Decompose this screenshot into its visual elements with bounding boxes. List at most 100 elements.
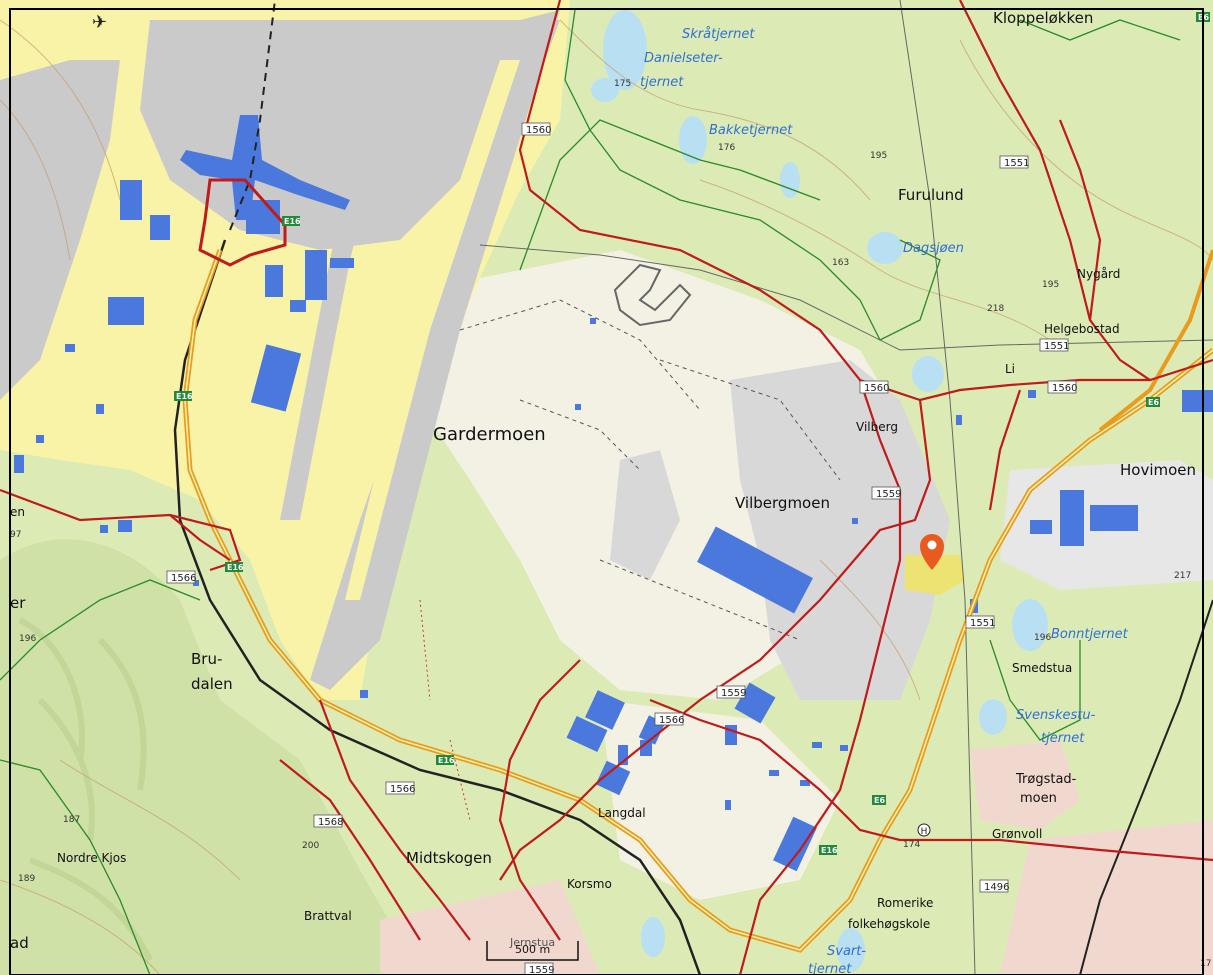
svg-text:E6: E6 xyxy=(1148,398,1159,407)
highway-e16-inner xyxy=(184,249,1213,951)
place-edge-er: er xyxy=(10,594,26,612)
place-vilbergmoen: Vilbergmoen xyxy=(735,494,830,512)
quarry-east xyxy=(730,360,950,700)
place-moen: moen xyxy=(1020,791,1057,806)
elevation-label: 218 xyxy=(987,304,1004,314)
place-nordre-kjos: Nordre Kjos xyxy=(57,851,126,865)
elevation-label: 174 xyxy=(903,840,920,850)
svg-text:1560: 1560 xyxy=(526,125,551,136)
water-svart: Svart- xyxy=(827,944,866,959)
hospital-icon xyxy=(917,823,931,837)
airport-loop xyxy=(198,178,287,267)
water-tjernet1: tjernet xyxy=(640,75,684,90)
place-hovimoen: Hovimoen xyxy=(1120,461,1196,479)
location-marker[interactable] xyxy=(920,534,944,570)
railway-east xyxy=(1079,599,1213,975)
scale-label: 500 m xyxy=(515,943,550,956)
water-svenskestu: Svenskestu- xyxy=(1016,708,1096,723)
place-gardermoen: Gardermoen xyxy=(433,424,546,445)
lake-small-1 xyxy=(780,162,800,198)
svg-text:1560: 1560 xyxy=(864,383,889,394)
water-dagsjoen: Dagsjøen xyxy=(903,241,964,256)
svg-text:1566: 1566 xyxy=(659,715,684,726)
place-trogstad: Trøgstad- xyxy=(1015,772,1077,787)
water-skratjernet: Skråtjernet xyxy=(682,27,755,42)
place-folkehogskole: folkehøgskole xyxy=(848,917,930,931)
lake-svarttjernet xyxy=(837,928,865,972)
lake-svenskestu xyxy=(979,699,1007,735)
place-korsmo: Korsmo xyxy=(567,877,612,891)
elevation-label: 189 xyxy=(18,874,35,884)
lake-danielseter xyxy=(591,78,619,102)
urban-trogstad xyxy=(970,740,1080,830)
place-jernstua: Jernstua xyxy=(509,936,555,949)
race-track xyxy=(613,263,692,327)
urban-southeast xyxy=(1000,820,1213,975)
place-nygard: Nygård xyxy=(1077,267,1120,281)
road-shields: 1560 1560 1560 1551 1551 1551 1559 1559 … xyxy=(166,122,1077,975)
elevation-label: 97 xyxy=(10,530,21,540)
water-tjernet3: tjernet xyxy=(808,962,852,975)
svg-text:1566: 1566 xyxy=(171,573,196,584)
footpaths xyxy=(459,299,841,641)
place-li: Li xyxy=(1005,362,1015,376)
place-gronvoll: Grønvoll xyxy=(992,827,1042,841)
svg-text:E6: E6 xyxy=(874,796,885,805)
lake-dagsjoen xyxy=(867,232,903,264)
svg-text:E16: E16 xyxy=(821,846,838,855)
elevation-label: 200 xyxy=(302,841,319,851)
svg-text:E16: E16 xyxy=(227,563,244,572)
svg-text:1566: 1566 xyxy=(390,784,415,795)
hillshade-ripple xyxy=(18,617,153,962)
svg-text:E16: E16 xyxy=(284,217,301,226)
svg-text:1568: 1568 xyxy=(318,817,343,828)
place-kloppelokken: Kloppeløkken xyxy=(993,9,1093,27)
place-midtskogen: Midtskogen xyxy=(406,849,492,867)
place-dalen: dalen xyxy=(191,675,233,693)
lake-south xyxy=(641,917,665,957)
small-buildings xyxy=(14,318,1036,810)
svg-text:1559: 1559 xyxy=(529,965,554,975)
lake-bonntjernet xyxy=(1012,599,1048,651)
e-road-shields: E16 E16 E16 E16 E16 E6 E6 E6 xyxy=(174,12,1210,855)
map-frame xyxy=(9,8,1204,975)
water-bonntjernet: Bonntjernet xyxy=(1051,627,1129,642)
elevation-label: 196 xyxy=(1034,633,1051,643)
elevation-label: 17 xyxy=(1200,959,1211,969)
svg-text:E16: E16 xyxy=(176,392,193,401)
place-brattval: Brattval xyxy=(304,909,352,923)
place-romerike: Romerike xyxy=(877,896,933,910)
place-helgebostad: Helgebostad xyxy=(1044,322,1120,336)
elevation-label: 195 xyxy=(870,151,887,161)
lake-bakketjernet xyxy=(679,116,707,164)
svg-text:1559: 1559 xyxy=(721,688,746,699)
svg-text:E16: E16 xyxy=(438,756,455,765)
svg-text:1551: 1551 xyxy=(1004,158,1029,169)
place-furulund: Furulund xyxy=(898,186,964,204)
svg-text:1551: 1551 xyxy=(1044,341,1069,352)
hospital-symbol: H xyxy=(921,827,928,837)
taxi-strip xyxy=(280,20,410,520)
elevation-label: 187 xyxy=(63,815,80,825)
place-langdal: Langdal xyxy=(598,806,646,820)
elevation-label: 175 xyxy=(614,79,631,89)
power-line xyxy=(479,244,1213,351)
svg-text:1496: 1496 xyxy=(984,882,1009,893)
railway-tunnel xyxy=(229,0,276,231)
buildings xyxy=(108,115,1213,872)
place-edge-ad: ad xyxy=(10,934,29,952)
quarry-west xyxy=(610,450,680,580)
airport-plane-icon: ✈ xyxy=(92,12,107,33)
svg-text:1560: 1560 xyxy=(1052,383,1077,394)
place-smedstua: Smedstua xyxy=(1012,661,1072,675)
runway-west xyxy=(0,60,120,400)
highway-e6-north xyxy=(1098,249,1213,432)
facility-site xyxy=(905,555,965,595)
marker-pin-icon[interactable] xyxy=(920,534,944,570)
water-danielseter: Danielseter- xyxy=(644,51,723,66)
elevation-label: 163 xyxy=(832,258,849,268)
place-bru: Bru- xyxy=(191,650,222,668)
